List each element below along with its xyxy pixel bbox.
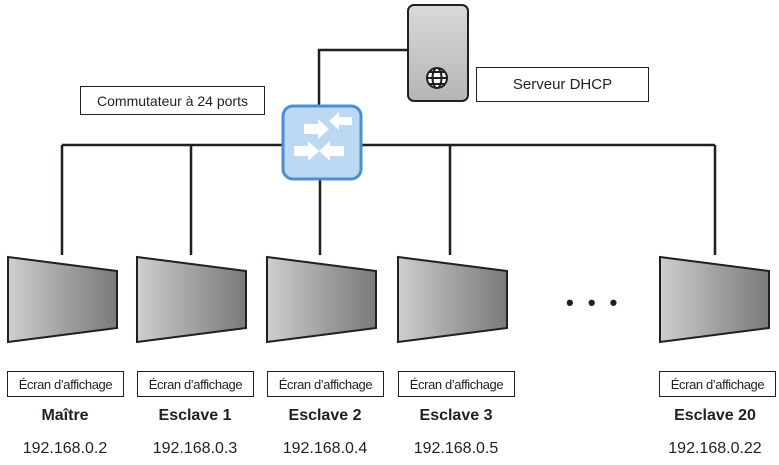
screen-label-slave-20: Écran d’affichage: [659, 371, 776, 397]
screen-label-master: Écran d’affichage: [7, 371, 124, 397]
screen-label-slave-2: Écran d’affichage: [267, 371, 384, 397]
screens: [7, 255, 770, 344]
server-uplink: [317, 48, 410, 107]
screen-slave-3: [397, 255, 508, 344]
role-slave-2: Esclave 2: [288, 407, 362, 424]
ellipsis: • • •: [566, 290, 622, 315]
screen-slave-2: [266, 255, 377, 344]
server-label: Serveur DHCP: [476, 67, 649, 102]
connection-lines: [60, 48, 717, 255]
screen-label-slave-3: Écran d’affichage: [398, 371, 515, 397]
ip-slave-3: 192.168.0.5: [413, 440, 499, 457]
ip-slave-20: 192.168.0.22: [668, 440, 762, 457]
switch-label: Commutateur à 24 ports: [80, 86, 265, 115]
screen-slave-1: [136, 255, 247, 344]
screen-master: [7, 255, 118, 344]
screen-label-slave-1: Écran d’affichage: [137, 371, 254, 397]
role-slave-3: Esclave 3: [419, 407, 493, 424]
ip-master: 192.168.0.2: [22, 440, 108, 457]
dhcp-server: [407, 4, 469, 102]
ip-slave-2: 192.168.0.4: [282, 440, 368, 457]
role-slave-1: Esclave 1: [158, 407, 232, 424]
screen-slave-20: [659, 255, 770, 344]
ip-slave-1: 192.168.0.3: [152, 440, 238, 457]
globe-icon: [426, 67, 448, 89]
role-slave-20: Esclave 20: [674, 407, 756, 424]
network-switch-icon: [281, 104, 363, 181]
role-master: Maître: [41, 407, 89, 424]
